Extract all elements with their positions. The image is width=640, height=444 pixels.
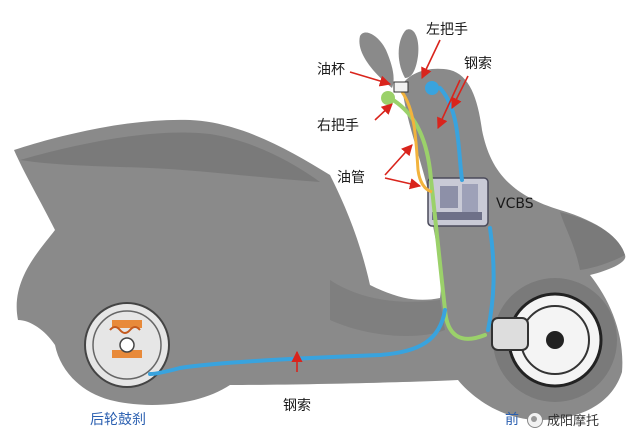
- front-wheel-graphic: [491, 278, 617, 402]
- scooter-seat-shadow: [20, 132, 320, 182]
- watermark-text: 成阳摩托: [547, 414, 600, 429]
- left-lever-knob: [425, 81, 439, 95]
- green-cable: [388, 96, 487, 341]
- label-oil-pipe: 油管: [337, 170, 365, 186]
- oil-cup-graphic: [393, 81, 409, 93]
- front-brake-caliper: [491, 317, 529, 351]
- blue-cable-front: [438, 86, 496, 332]
- wechat-official-account-icon: [527, 411, 543, 428]
- label-left-handle: 左把手: [426, 22, 468, 38]
- blue-cable-rear: [148, 308, 447, 376]
- right-mirror: [359, 32, 394, 88]
- scooter-floor-shadow: [330, 280, 445, 336]
- left-mirror: [398, 29, 419, 78]
- pointer-arrows: [291, 39, 469, 372]
- label-right-handle: 右把手: [317, 118, 359, 134]
- vcbs-unit-graphic: [427, 177, 489, 227]
- label-steel-cable-bottom: 钢索: [283, 398, 311, 414]
- right-lever-knob: [381, 91, 395, 105]
- watermark: 成阳摩托: [527, 410, 599, 429]
- oil-pipe-line: [400, 91, 433, 194]
- label-front-brake-partial: 前: [505, 412, 519, 428]
- label-rear-drum-brake: 后轮鼓刹: [90, 412, 146, 428]
- label-vcbs: VCBS: [496, 196, 534, 212]
- scooter-front-fairing: [560, 212, 625, 270]
- rear-drum-brake-graphic: [84, 302, 170, 388]
- label-steel-cable-top: 钢索: [464, 56, 492, 72]
- label-oil-cup: 油杯: [317, 62, 345, 78]
